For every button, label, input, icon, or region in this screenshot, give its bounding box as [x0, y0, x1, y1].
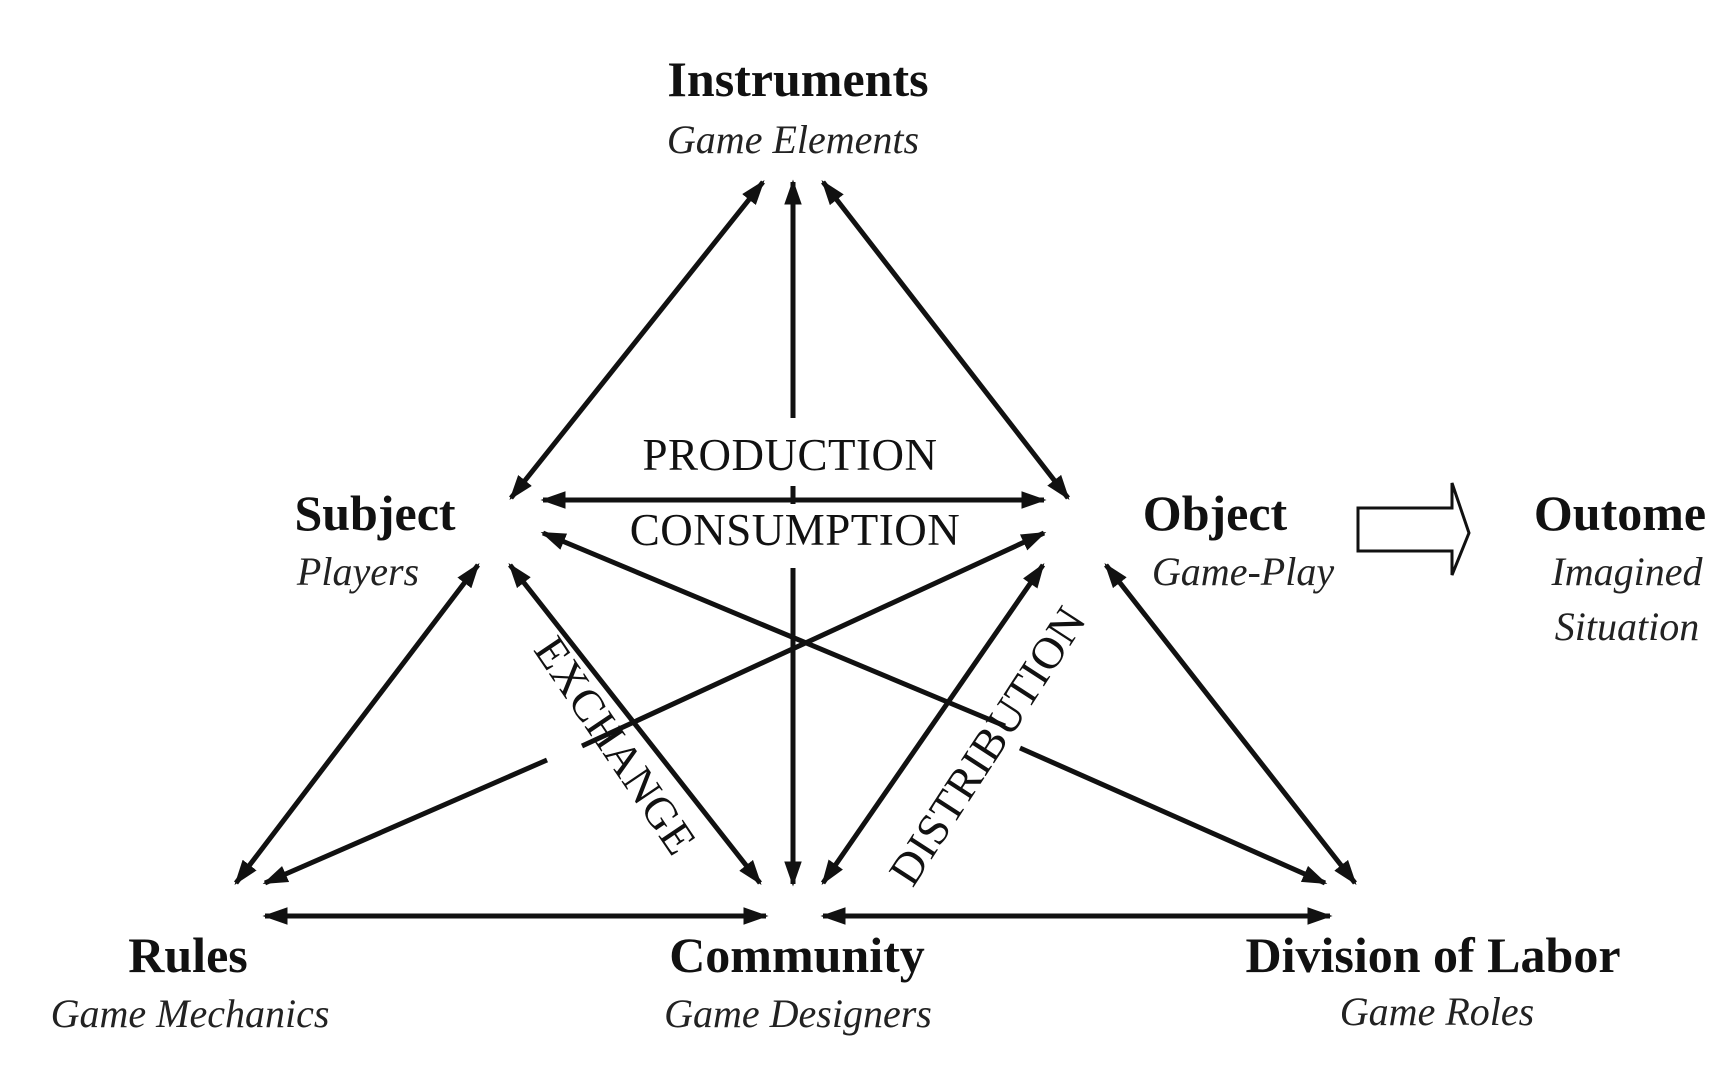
- instruments-title: Instruments: [667, 51, 928, 107]
- object-title: Object: [1143, 485, 1288, 541]
- rules-title: Rules: [128, 927, 247, 983]
- link-object-division: [1104, 563, 1357, 885]
- link-instruments-subject: [509, 180, 765, 500]
- subject-subtitle: Players: [296, 549, 419, 594]
- outcome-subtitle-line1: Imagined: [1550, 549, 1703, 594]
- instruments-subtitle: Game Elements: [667, 117, 919, 162]
- consumption-label: CONSUMPTION: [630, 505, 961, 555]
- node-outcome: Outome Imagined Situation: [1534, 485, 1706, 649]
- production-label: PRODUCTION: [642, 430, 937, 480]
- rules-subtitle: Game Mechanics: [51, 991, 330, 1036]
- community-title: Community: [669, 927, 925, 983]
- node-instruments: Instruments Game Elements: [667, 51, 929, 162]
- outcome-title: Outome: [1534, 485, 1706, 541]
- outcome-subtitle-line2: Situation: [1555, 604, 1699, 649]
- link-subject-division-lower: [1018, 745, 1328, 886]
- division-subtitle: Game Roles: [1340, 989, 1534, 1034]
- node-division-of-labor: Division of Labor Game Roles: [1245, 927, 1620, 1034]
- subject-title: Subject: [294, 485, 455, 541]
- node-object: Object Game-Play: [1143, 485, 1335, 594]
- division-title: Division of Labor: [1245, 927, 1620, 983]
- link-instruments-object: [821, 180, 1070, 500]
- node-community: Community Game Designers: [664, 927, 932, 1036]
- link-subject-rules: [234, 563, 480, 885]
- exchange-label: EXCHANGE: [524, 627, 706, 863]
- node-rules: Rules Game Mechanics: [51, 927, 330, 1036]
- link-object-community: [820, 562, 1046, 886]
- node-subject: Subject Players: [294, 485, 455, 594]
- community-subtitle: Game Designers: [664, 991, 932, 1036]
- outcome-arrow: [1356, 482, 1471, 576]
- link-object-rules-lower: [262, 757, 548, 886]
- object-subtitle: Game-Play: [1152, 549, 1334, 594]
